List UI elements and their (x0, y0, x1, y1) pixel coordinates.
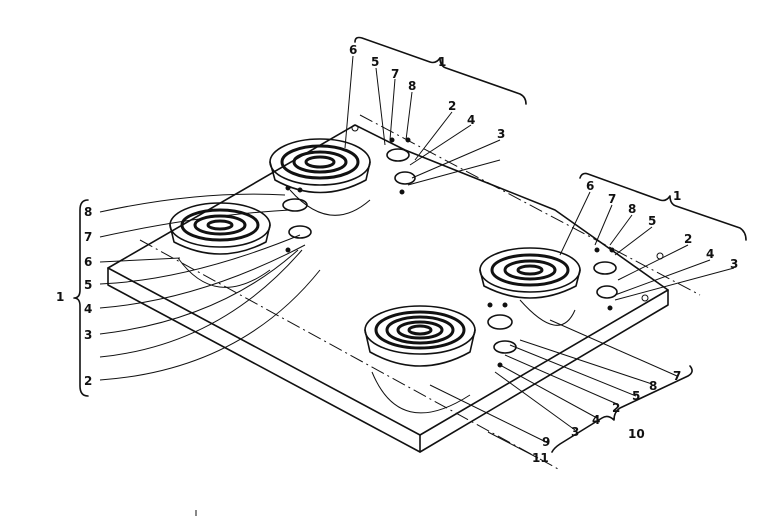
surface-element-back-left (269, 138, 371, 216)
callout-tc-3: 3 (497, 127, 505, 141)
callout-tl-5: 5 (84, 278, 92, 292)
callout-br-4: 4 (592, 413, 600, 427)
callout-tr-8: 8 (628, 202, 636, 216)
callout-tc-1: 1 (438, 55, 446, 69)
callouts-top-centre: 1 6 5 7 8 2 4 3 (349, 43, 505, 141)
surface-element-front-left (169, 202, 271, 288)
callout-br-3: 3 (571, 425, 579, 439)
callout-br-8: 8 (649, 379, 657, 393)
callout-tr-5: 5 (648, 214, 656, 228)
callout-br-11: 11 (532, 451, 549, 465)
callouts-top-right: 1 6 7 8 5 2 4 3 (586, 179, 738, 271)
group-brackets (73, 36, 747, 453)
callout-tc-6: 6 (349, 43, 357, 57)
centre-lines (139, 114, 701, 471)
callout-tr-1: 1 (673, 189, 681, 203)
callout-br-7: 7 (673, 369, 681, 383)
callout-tc-2: 2 (448, 99, 456, 113)
callout-tl-2: 2 (84, 374, 92, 388)
callout-tl-4: 4 (84, 302, 92, 316)
callouts-left: 8 7 6 1 5 4 3 2 (56, 205, 92, 388)
callouts-bottom-right: 7 8 5 2 4 3 9 10 11 (532, 369, 681, 465)
callout-tr-4: 4 (706, 247, 714, 261)
callout-tc-5: 5 (371, 55, 379, 69)
callout-tl-8: 8 (84, 205, 92, 219)
surface-element-back-right (479, 247, 581, 326)
callout-tr-3: 3 (730, 257, 738, 271)
callout-tl-7: 7 (84, 230, 92, 244)
callout-tr-6: 6 (586, 179, 594, 193)
surface-element-front-right (364, 305, 476, 414)
callout-tl-1: 1 (56, 290, 64, 304)
callout-tl-6: 6 (84, 255, 92, 269)
callout-br-10: 10 (628, 427, 645, 441)
callout-tc-4: 4 (467, 113, 475, 127)
callout-br-9: 9 (542, 435, 550, 449)
callout-tc-8: 8 (408, 79, 416, 93)
leader-lines (99, 55, 735, 459)
callout-tr-7: 7 (608, 192, 616, 206)
callout-tr-2: 2 (684, 232, 692, 246)
callout-br-2: 2 (612, 401, 620, 415)
callout-br-5: 5 (632, 389, 640, 403)
callout-tl-3: 3 (84, 328, 92, 342)
callout-tc-7: 7 (391, 67, 399, 81)
